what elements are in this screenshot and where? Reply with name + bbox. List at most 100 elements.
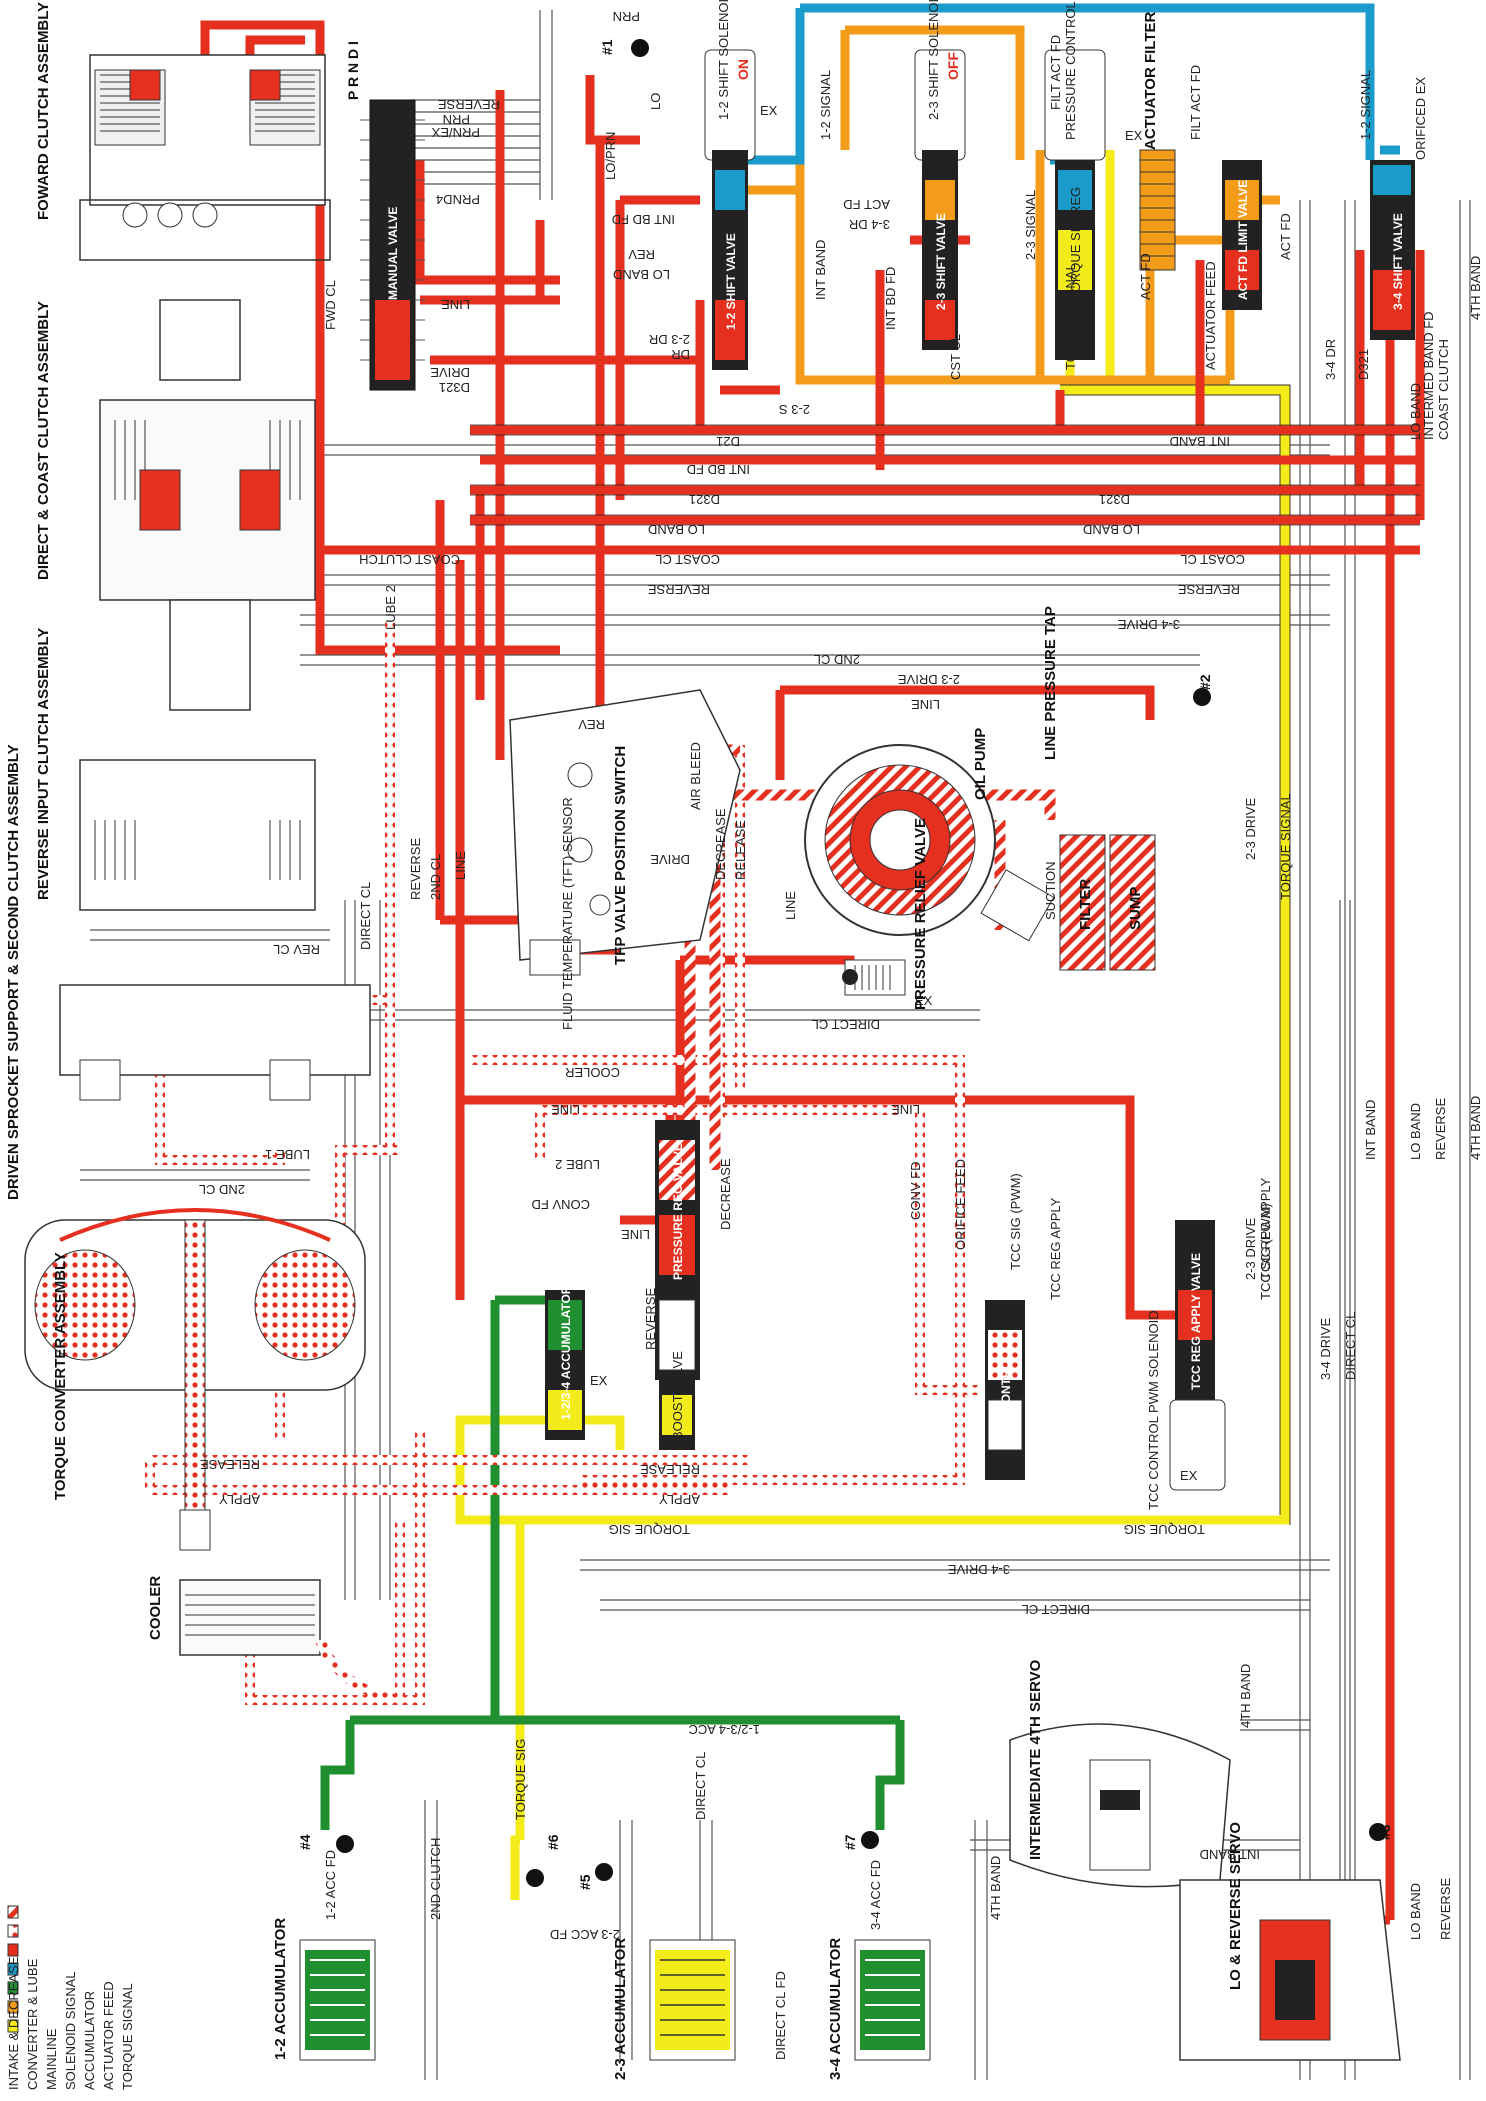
- label-23signal: 2-3 SIGNAL: [1023, 190, 1038, 260]
- label-tcc-sig: TCC SIG (PWM): [1008, 1173, 1023, 1270]
- label-tcc-reg-apply-v2: TCC REG APPLY: [1258, 1177, 1273, 1280]
- title-actuator-filter: ACTUATOR FILTER: [1142, 12, 1159, 150]
- label-coast-cl-2: COAST CL: [1180, 552, 1245, 567]
- title-tcc-pwm-solenoid: TCC CONTROL PWM SOLENOID: [1146, 1310, 1161, 1510]
- label-lo-band-top: LO BAND: [613, 267, 670, 282]
- label-conv-fd: CONV FD: [532, 1197, 591, 1212]
- label-apply-l: APPLY: [219, 1492, 260, 1507]
- title-line-pressure-tap: LINE PRESSURE TAP: [1042, 606, 1059, 760]
- label-lube2: LUBE 2: [383, 585, 398, 630]
- label-lo-band-right: LO BAND: [1408, 383, 1423, 440]
- label-suction: SUCTION: [1043, 862, 1058, 921]
- label-actuator-feed: ACTUATOR FEED: [1203, 261, 1218, 370]
- legend-label-mainline: MAINLINE: [44, 2028, 59, 2090]
- label-int-bd-fd-v: INT BD FD: [883, 267, 898, 330]
- ex-label-2: EX: [1125, 128, 1143, 143]
- manual-valve: [360, 99, 425, 391]
- legend-swatch-accumulator: [7, 1981, 19, 1995]
- label-prn-top: PRN: [613, 9, 640, 24]
- label-int-bd-fd-bus: INT BD FD: [687, 462, 750, 477]
- legend-labels: INTAKE & DECREASE CONVERTER & LUBE MAINL…: [6, 1956, 135, 2090]
- shift-valve-12: [704, 49, 756, 370]
- label-int-band-bus: INT BAND: [1170, 434, 1230, 449]
- label-acc1234: 1-2/3-4 ACC: [688, 1722, 760, 1737]
- ex-label-3: EX: [590, 1373, 608, 1388]
- label-lo-top: LO: [648, 93, 663, 110]
- label-torque-sig-h: TORQUE SIG: [609, 1522, 690, 1537]
- label-line-pump: LINE: [911, 697, 940, 712]
- label-coast-clutch-left: COAST CLUTCH: [359, 552, 460, 567]
- title-torque-converter: TORQUE CONVERTER ASSEMBLY: [52, 1252, 69, 1500]
- label-pressure-reg: PRESSURE REG VALVE: [671, 1143, 685, 1280]
- label-23dr: 2-3 DR: [649, 332, 690, 347]
- checkball-labels: #1 #2 #3 #4 #5 #6 #7: [297, 39, 1393, 1890]
- checkball-label-2: #2: [1197, 674, 1213, 690]
- label-2nd-clutch: 2ND CLUTCH: [428, 1838, 443, 1920]
- label-lo-band-bottom: LO BAND: [1408, 1883, 1423, 1940]
- label-reverse-bus2: REVERSE: [1178, 582, 1240, 597]
- mainline-passages: [200, 20, 1425, 1980]
- label-4th-band-v2: 4TH BAND: [1468, 1096, 1483, 1160]
- accumulator-23: [649, 1939, 736, 2061]
- lo-reverse-servo: [1179, 1879, 1401, 2061]
- title-acc23: 2-3 ACCUMULATOR: [612, 1938, 629, 2080]
- label-act-fd-limit: ACT FD LIMIT VALVE: [1236, 180, 1250, 300]
- reverse-input-clutch-illustration: [79, 759, 316, 911]
- label-line-v: LINE: [453, 851, 468, 880]
- label-fwd-cl: FWD CL: [323, 280, 338, 330]
- title-sump: SUMP: [1127, 887, 1144, 930]
- title-tfp-switch: TFP VALVE POSITION SWITCH: [612, 746, 629, 965]
- legend-label-converter: CONVERTER & LUBE: [25, 1958, 40, 2090]
- torque-converter-illustration: [24, 1208, 366, 1551]
- tfp-switch: [509, 689, 741, 976]
- label-shift34: 3-4 SHIFT VALVE: [1391, 213, 1405, 310]
- label-tcc-control: TCC CONTROL: [999, 1353, 1013, 1440]
- forward-clutch-illustration: [79, 54, 331, 261]
- label-direct-cl-fd: DIRECT CL FD: [773, 1971, 788, 2060]
- second-clutch-illustration: [59, 984, 371, 1101]
- label-coast-clutch-right: COAST CLUTCH: [1436, 339, 1451, 440]
- label-34drive-bus: 3-4 DRIVE: [1118, 617, 1180, 632]
- legend-swatch-torque: [7, 2019, 19, 2033]
- label-prnex: PRN/EX: [431, 125, 480, 140]
- label-prnd4: PRND4: [436, 192, 480, 207]
- label-reverse-v: REVERSE: [408, 838, 423, 900]
- tcc-control-valve: [985, 1300, 1025, 1480]
- label-boost: BOOST VALVE: [670, 1351, 685, 1440]
- label-direct-cl-h2: DIRECT CL: [1022, 1602, 1090, 1617]
- checkball-label-3: #3: [1377, 1824, 1393, 1840]
- exhaust-labels: EX EX EX EX EX: [590, 103, 1198, 1483]
- label-line-manual: LINE: [441, 297, 470, 312]
- label-4th-band-b: 4TH BAND: [988, 1856, 1003, 1920]
- label-gear-positions: P R N D I: [345, 41, 361, 100]
- label-tcc-reg-apply: TCC REG APPLY VALVE: [1189, 1253, 1203, 1390]
- label-solenoid-12: 1-2 SHIFT SOLENOID N.O.: [716, 0, 731, 120]
- torque-signal-outline: [1060, 384, 1291, 1525]
- checkball-label-4: #4: [297, 1834, 313, 1850]
- title-fluid-temp: FLUID TEMPERATURE (TFT) SENSOR: [560, 797, 575, 1030]
- checkball-label-6: #6: [545, 1834, 561, 1850]
- label-reverse-reg: REVERSE: [643, 1288, 658, 1350]
- label-torque-sig-h2: TORQUE SIG: [1124, 1522, 1205, 1537]
- label-drive-tfp: DRIVE: [650, 852, 690, 867]
- label-rev-tfp: REV: [578, 717, 605, 732]
- label-release-t: RELEASE: [733, 820, 748, 880]
- checkball-label-1: #1: [599, 39, 615, 55]
- legend-swatch-intake: [7, 1905, 19, 1919]
- actuator-filter: [1139, 149, 1176, 271]
- ex-label-5: EX: [1180, 1468, 1198, 1483]
- ex-label-4: EX: [915, 993, 933, 1008]
- label-23drive-bus: 2-3 DRIVE: [898, 672, 960, 687]
- label-solenoid-23-state: OFF: [945, 52, 961, 80]
- label-acc-1234: 1-2/3-4 ACCUMULATOR: [559, 1285, 573, 1420]
- label-int-band-bottom: INT BAND: [1200, 1847, 1260, 1862]
- legend-label-solenoid: SOLENOID SIGNAL: [63, 1972, 78, 2090]
- label-intermed-band-fd: INTERMED BAND FD: [1421, 311, 1436, 440]
- label-34drive-v: 3-4 DRIVE: [1318, 1318, 1333, 1380]
- label-line-b: LINE: [621, 1227, 650, 1242]
- label-decrease-t: DECREASE: [713, 808, 728, 880]
- label-d21: D21: [716, 434, 740, 449]
- oil-pump: [804, 744, 1055, 942]
- label-decrease-b: DECREASE: [718, 1158, 733, 1230]
- label-rev-mid: REV: [628, 247, 655, 262]
